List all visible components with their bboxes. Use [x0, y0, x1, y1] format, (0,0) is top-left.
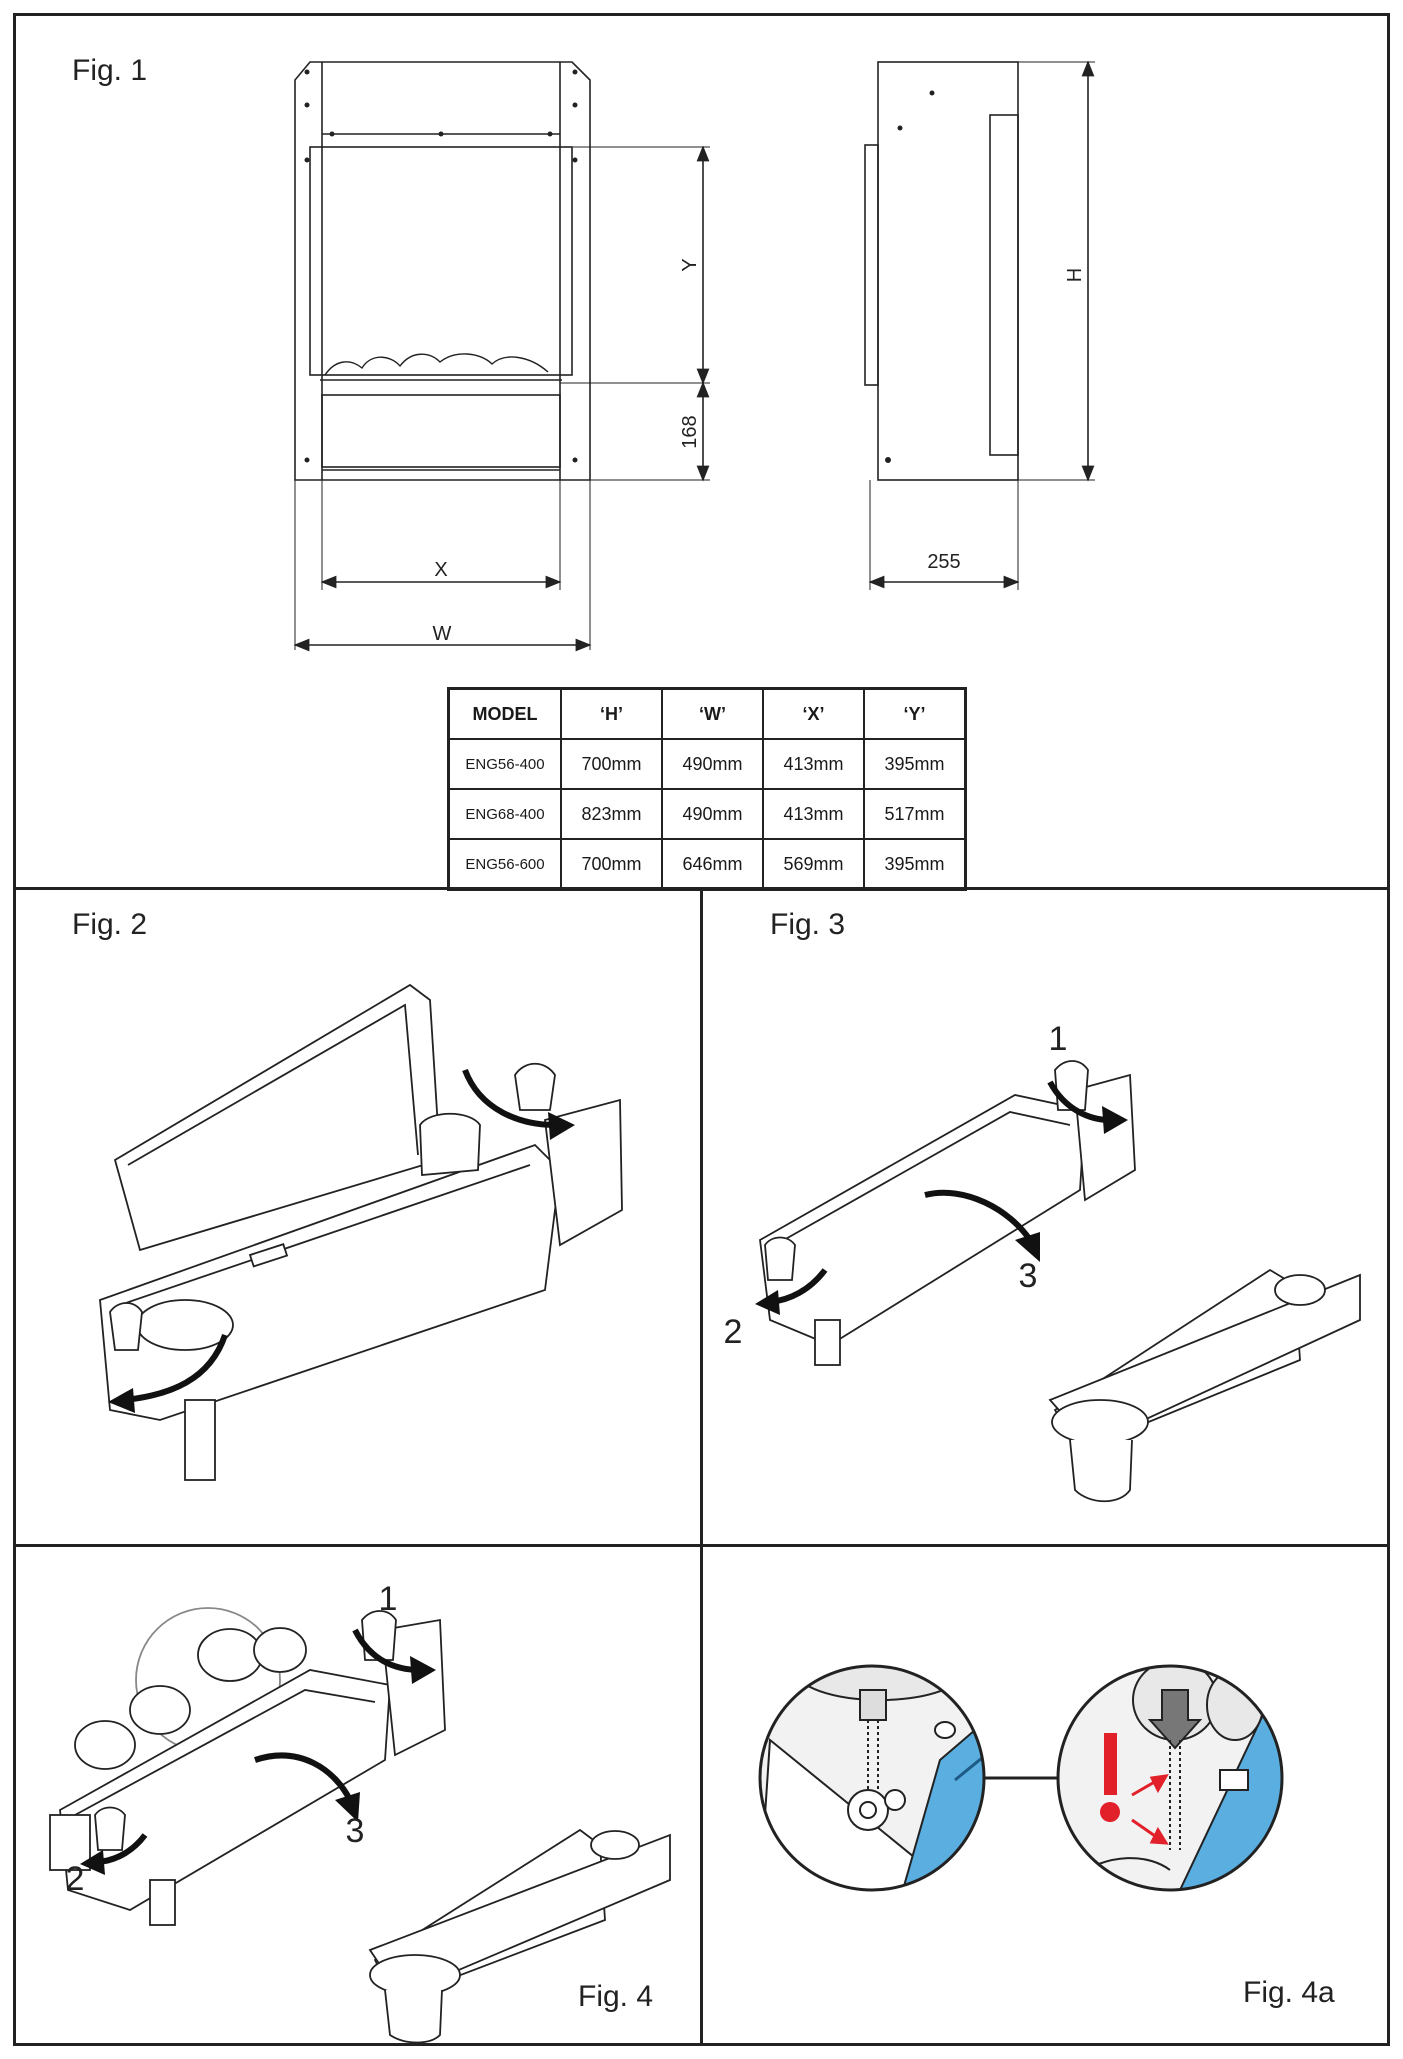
fig4a-label: Fig. 4a	[1243, 1976, 1335, 2009]
fig1-drawing: Y 168 H X W 255	[293, 60, 1095, 652]
cell-x: 569mm	[762, 838, 865, 891]
cell-w: 646mm	[661, 838, 764, 891]
dim-base-label: 168	[679, 415, 701, 448]
fig4-label: Fig. 4	[578, 1980, 654, 2013]
cell-x: 413mm	[762, 788, 865, 840]
exclamation-icon	[1100, 1733, 1120, 1822]
cell-y: 395mm	[863, 838, 967, 891]
fig4-step-2: 2	[66, 1860, 85, 1898]
table-row: ENG56-600 700mm 646mm 569mm 395mm	[447, 838, 967, 891]
dim-depth-label: 255	[927, 551, 960, 573]
table-row: ENG56-400 700mm 490mm 413mm 395mm	[447, 738, 967, 790]
cell-y: 395mm	[863, 738, 967, 790]
table-row: ENG68-400 823mm 490mm 413mm 517mm	[447, 788, 967, 840]
fig3-step-1: 1	[1049, 1020, 1068, 1058]
fig2-label: Fig. 2	[72, 908, 148, 941]
header-w: ‘W’	[661, 687, 764, 740]
header-model: MODEL	[447, 687, 562, 740]
fig3-step-2: 2	[724, 1313, 743, 1351]
spec-table: MODEL ‘H’ ‘W’ ‘X’ ‘Y’ ENG56-400 700mm 49…	[447, 687, 967, 891]
cell-model: ENG56-600	[447, 838, 562, 891]
dim-h-label: H	[1064, 268, 1086, 282]
dim-w-label: W	[433, 623, 452, 645]
header-x: ‘X’	[762, 687, 865, 740]
detail-circle-right	[1056, 1664, 1284, 1892]
cell-y: 517mm	[863, 788, 967, 840]
fig4-step-1: 1	[379, 1580, 398, 1618]
header-y: ‘Y’	[863, 687, 967, 740]
cell-x: 413mm	[762, 738, 865, 790]
cell-w: 490mm	[661, 738, 764, 790]
cell-w: 490mm	[661, 788, 764, 840]
header-h: ‘H’	[560, 687, 663, 740]
cell-h: 700mm	[560, 838, 663, 891]
detail-circle-left	[758, 1664, 986, 1892]
cell-model: ENG68-400	[447, 788, 562, 840]
fig3-step-3: 3	[1019, 1257, 1038, 1295]
dim-x-label: X	[434, 559, 447, 581]
cell-h: 823mm	[560, 788, 663, 840]
fig3-label: Fig. 3	[770, 908, 846, 941]
fig4-step-3: 3	[346, 1812, 365, 1850]
cell-model: ENG56-400	[447, 738, 562, 790]
dim-y-label: Y	[679, 258, 701, 271]
cell-h: 700mm	[560, 738, 663, 790]
fig1-label: Fig. 1	[72, 54, 148, 87]
spec-table-header: MODEL ‘H’ ‘W’ ‘X’ ‘Y’	[447, 687, 967, 740]
